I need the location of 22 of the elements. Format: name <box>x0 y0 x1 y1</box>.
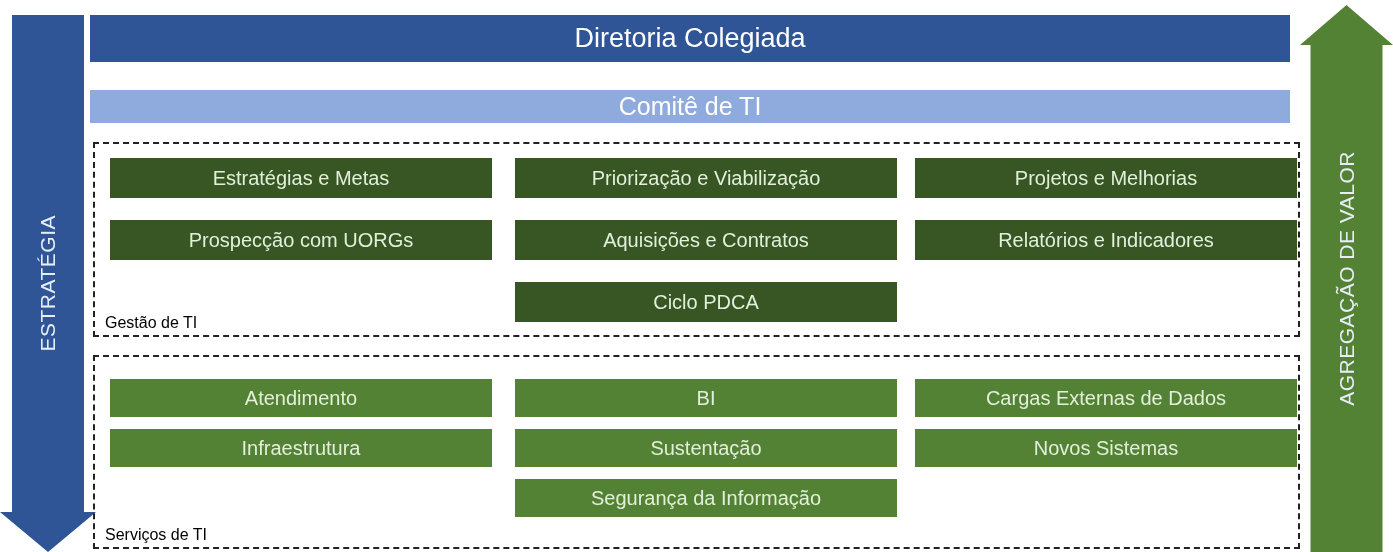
process-box: BI <box>515 379 897 417</box>
process-box: Aquisições e Contratos <box>515 220 897 260</box>
process-box: Priorização e Viabilização <box>515 158 897 198</box>
process-box: Infraestrutura <box>110 429 492 467</box>
group-title: Serviços de TI <box>105 526 207 544</box>
process-box: Sustentação <box>515 429 897 467</box>
header-bar: Diretoria Colegiada <box>90 15 1290 62</box>
process-box: Atendimento <box>110 379 492 417</box>
process-box: Prospecção com UORGs <box>110 220 492 260</box>
process-box: Estratégias e Metas <box>110 158 492 198</box>
dashed-group <box>93 355 1300 549</box>
process-box: Novos Sistemas <box>915 429 1297 467</box>
process-box: Relatórios e Indicadores <box>915 220 1297 260</box>
dashed-group <box>93 142 1300 337</box>
arrow-label: ESTRATÉGIA <box>36 215 60 352</box>
header-bar: Comitê de TI <box>90 90 1290 123</box>
process-box: Ciclo PDCA <box>515 282 897 322</box>
arrow-label: AGREGAÇÃO DE VALOR <box>1334 151 1359 406</box>
process-box: Cargas Externas de Dados <box>915 379 1297 417</box>
process-box: Segurança da Informação <box>515 479 897 517</box>
process-box: Projetos e Melhorias <box>915 158 1297 198</box>
group-title: Gestão de TI <box>105 314 198 332</box>
